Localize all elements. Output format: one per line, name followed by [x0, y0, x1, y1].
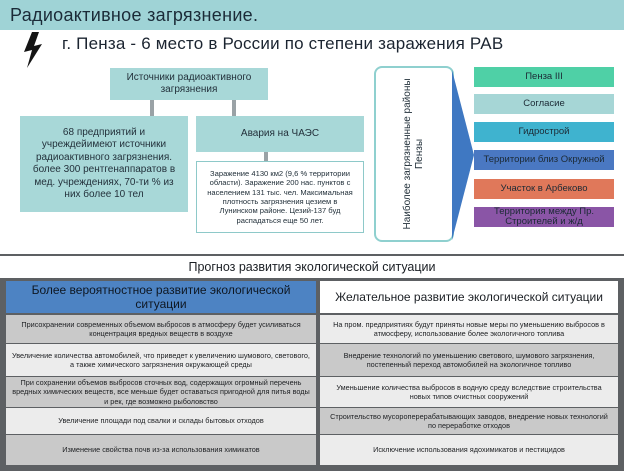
desired-row: Внедрение технологий по уменьшению свето… — [320, 344, 618, 376]
forecast-title: Прогноз развития экологической ситуации — [0, 256, 624, 278]
districts-frame — [374, 66, 454, 242]
district-item: Территория между Пр. Строителей и ж/д — [474, 207, 614, 227]
district-label: Гидрострой — [518, 126, 570, 138]
likely-row-text: Изменение свойства почв из-за использова… — [62, 445, 260, 455]
header-bar: Радиоактивное загрязнение. — [0, 0, 624, 30]
district-label: Территории близ Окружной — [483, 154, 605, 166]
likely-row-text: Увеличение количества автомобилей, что п… — [12, 350, 310, 369]
desired-row: Строительство мусороперерабатывающих зав… — [320, 408, 618, 434]
desired-heading-text: Желательное развитие экологической ситуа… — [335, 290, 603, 304]
likely-row: При сохранении объемов выбросов сточных … — [6, 377, 316, 407]
desired-row-text: Исключение использования ядохимикатов и … — [373, 445, 565, 455]
chernobyl-title: Авария на ЧАЭС — [240, 128, 320, 139]
desired-row: Исключение использования ядохимикатов и … — [320, 435, 618, 465]
chernobyl-box: Авария на ЧАЭС — [196, 116, 364, 152]
chernobyl-details-box: Заражение 4130 км2 (9,6 % территории обл… — [196, 161, 364, 233]
likely-row-text: Увеличение площади под свалки и склады б… — [58, 416, 264, 426]
desired-row-text: Внедрение технологий по уменьшению свето… — [343, 350, 595, 369]
likely-row-text: При сохранении объемов выбросов сточных … — [12, 378, 310, 406]
likely-row-text: Присохранении современных объемом выброс… — [21, 319, 301, 338]
district-item: Согласие — [474, 94, 614, 114]
enterprises-box: 68 предприятий и учреждейимеют источники… — [20, 116, 188, 212]
district-label: Территория между Пр. Строителей и ж/д — [493, 206, 595, 227]
page-subtitle: г. Пенза - 6 место в России по степени з… — [62, 34, 504, 53]
districts-title: Наиболее загрязненные районы Пензы — [402, 78, 425, 230]
district-label: Пенза III — [525, 71, 563, 83]
likely-heading: Более вероятностное развитие экологическ… — [6, 281, 316, 313]
district-label: Согласие — [523, 98, 565, 110]
lightning-bolt-icon — [24, 32, 42, 68]
likely-row: Присохранении современных объемом выброс… — [6, 315, 316, 343]
likely-row: Изменение свойства почв из-за использова… — [6, 435, 316, 465]
connector-chernobyl — [264, 152, 268, 161]
likely-heading-text: Более вероятностное развитие экологическ… — [31, 283, 291, 311]
district-label: Участок в Арбеково — [500, 183, 588, 195]
district-item: Участок в Арбеково — [474, 179, 614, 199]
page-title: Радиоактивное загрязнение. — [10, 5, 259, 25]
district-item: Гидрострой — [474, 122, 614, 142]
desired-row: На пром. предприятиях будут приняты новы… — [320, 315, 618, 343]
chevron-arrow-icon — [452, 70, 474, 240]
likely-row: Увеличение площади под свалки и склады б… — [6, 408, 316, 434]
sources-title-box: Источники радиоактивного загрязнения — [110, 68, 268, 100]
desired-heading: Желательное развитие экологической ситуа… — [320, 281, 618, 313]
desired-row-text: Строительство мусороперерабатывающих зав… — [330, 411, 608, 430]
desired-row-text: Уменьшение количества выбросов в водную … — [336, 382, 602, 401]
sources-title: Источники радиоактивного загрязнения — [126, 72, 252, 95]
district-item: Пенза III — [474, 67, 614, 87]
likely-row: Увеличение количества автомобилей, что п… — [6, 344, 316, 376]
enterprises-text: 68 предприятий и учреждейимеют источники… — [32, 126, 176, 201]
connector-right — [232, 100, 236, 116]
desired-row-text: На пром. предприятиях будут приняты новы… — [333, 319, 605, 338]
connector-left — [150, 100, 154, 116]
chernobyl-details-text: Заражение 4130 км2 (9,6 % территории обл… — [207, 168, 353, 225]
desired-row: Уменьшение количества выбросов в водную … — [320, 377, 618, 407]
district-item: Территории близ Окружной — [474, 150, 614, 170]
